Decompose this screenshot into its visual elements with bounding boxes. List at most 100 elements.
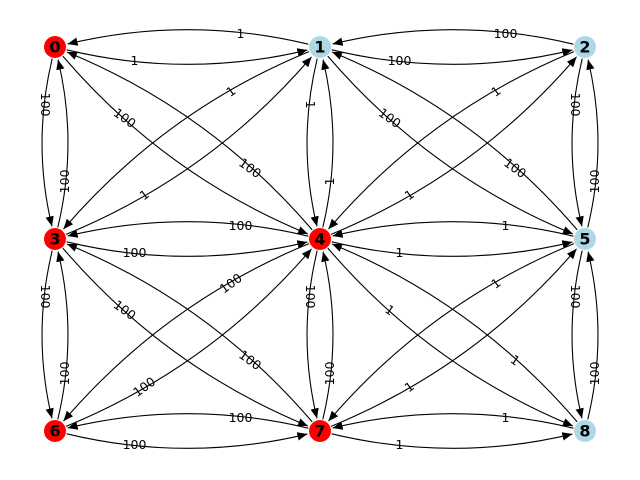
- edge-4-to-1: [321, 59, 334, 228]
- edge-5-to-4: [332, 221, 574, 238]
- node-5: 5: [574, 228, 596, 250]
- edge-label-5-to-7: 1: [488, 275, 503, 292]
- edge-label-1-to-0: 1: [237, 26, 245, 41]
- edge-3-to-0: [56, 59, 69, 228]
- edge-4-to-2: [330, 56, 577, 235]
- edge-label-7-to-5: 1: [402, 378, 417, 395]
- edge-0-to-4: [62, 55, 309, 235]
- edge-label-6-to-3: 100: [57, 361, 72, 385]
- edge-6-to-3: [56, 251, 69, 420]
- edge-label-4-to-6: 100: [217, 270, 245, 296]
- edge-4-to-8: [327, 247, 574, 427]
- node-2-circle: [574, 36, 596, 58]
- node-5-circle: [574, 228, 596, 250]
- node-1-label: 1: [314, 38, 325, 57]
- edge-label-0-to-1: 1: [131, 53, 139, 68]
- node-7: 7: [309, 420, 331, 442]
- edge-label-8-to-7: 1: [502, 410, 510, 425]
- edge-label-5-to-1: 100: [501, 155, 529, 181]
- edge-label-1-to-5: 100: [376, 105, 404, 131]
- edge-label-4-to-2: 1: [402, 186, 417, 203]
- edge-3-to-7: [62, 247, 309, 427]
- node-0: 0: [44, 36, 66, 58]
- node-4-label: 4: [314, 230, 325, 249]
- edge-5-to-7: [328, 243, 575, 422]
- edge-label-5-to-2: 100: [587, 169, 602, 193]
- edge-label-1-to-4: 1: [303, 101, 318, 109]
- edge-label-4-to-7: 100: [303, 285, 318, 309]
- edge-label-1-to-3: 1: [223, 83, 238, 100]
- edge-label-2-to-4: 1: [488, 83, 503, 100]
- edge-1-to-3: [63, 51, 310, 230]
- node-6: 6: [44, 420, 66, 442]
- edge-label-6-to-7: 100: [123, 437, 147, 452]
- edge-label-7-to-6: 100: [229, 410, 253, 425]
- node-3: 3: [44, 228, 66, 250]
- edge-label-8-to-5: 100: [587, 361, 602, 385]
- edge-7-to-6: [67, 413, 309, 430]
- edge-8-to-5: [586, 251, 599, 420]
- edge-7-to-8: [331, 432, 573, 449]
- edge-1-to-2: [331, 48, 573, 65]
- edge-7-to-3: [66, 243, 313, 423]
- edge-label-2-to-5: 100: [568, 93, 583, 117]
- node-4: 4: [309, 228, 331, 250]
- edge-5-to-1: [331, 51, 578, 231]
- edge-4-to-0: [66, 51, 313, 231]
- edge-label-4-to-0: 100: [236, 155, 264, 181]
- edge-0-to-1: [66, 48, 308, 65]
- node-3-circle: [44, 228, 66, 250]
- edge-4-to-3: [67, 221, 309, 238]
- edge-label-3-to-7: 100: [111, 297, 139, 323]
- edge-0-to-3: [41, 58, 54, 227]
- edge-1-to-0: [67, 29, 309, 46]
- edge-3-to-1: [65, 56, 312, 235]
- node-8-label: 8: [579, 422, 590, 441]
- node-8-circle: [574, 420, 596, 442]
- edge-label-2-to-1: 100: [494, 26, 518, 41]
- edge-4-to-7: [306, 250, 319, 419]
- edge-label-3-to-6: 100: [38, 285, 53, 309]
- edge-5-to-2: [586, 59, 599, 228]
- edge-2-to-4: [328, 51, 575, 230]
- node-3-label: 3: [49, 230, 60, 249]
- edge-3-to-4: [66, 240, 308, 257]
- edge-1-to-5: [327, 55, 574, 235]
- edge-8-to-7: [332, 413, 574, 430]
- edge-label-5-to-8: 100: [568, 285, 583, 309]
- edge-3-to-6: [41, 250, 54, 419]
- node-0-circle: [44, 36, 66, 58]
- edge-label-4-to-5: 1: [396, 245, 404, 260]
- edge-2-to-5: [571, 58, 584, 227]
- edge-2-to-1: [332, 29, 574, 46]
- node-8: 8: [574, 420, 596, 442]
- node-6-label: 6: [49, 422, 60, 441]
- edge-7-to-5: [330, 248, 577, 427]
- node-4-circle: [309, 228, 331, 250]
- edge-6-to-4: [65, 248, 312, 427]
- edge-6-to-7: [66, 432, 308, 449]
- node-7-label: 7: [314, 422, 325, 441]
- edge-5-to-8: [571, 250, 584, 419]
- edge-7-to-4: [321, 251, 334, 420]
- node-1: 1: [309, 36, 331, 58]
- node-7-circle: [309, 420, 331, 442]
- nodes-layer: 0 1 2 3 4 5 6 7 8: [44, 36, 596, 442]
- edge-label-3-to-4: 100: [123, 245, 147, 260]
- node-1-circle: [309, 36, 331, 58]
- edge-label-3-to-0: 100: [57, 169, 72, 193]
- edge-label-3-to-1: 1: [137, 186, 152, 203]
- edge-label-7-to-4: 100: [322, 361, 337, 385]
- edge-label-7-to-3: 100: [236, 347, 264, 373]
- edge-4-to-5: [331, 240, 573, 257]
- edge-4-to-6: [63, 243, 310, 422]
- node-6-circle: [44, 420, 66, 442]
- node-5-label: 5: [579, 230, 590, 249]
- edge-label-0-to-3: 100: [38, 93, 53, 117]
- edge-1-to-4: [306, 58, 319, 227]
- node-2-label: 2: [579, 38, 590, 57]
- edge-label-1-to-2: 100: [388, 53, 412, 68]
- edge-label-6-to-4: 100: [130, 374, 158, 400]
- edge-8-to-4: [331, 243, 578, 423]
